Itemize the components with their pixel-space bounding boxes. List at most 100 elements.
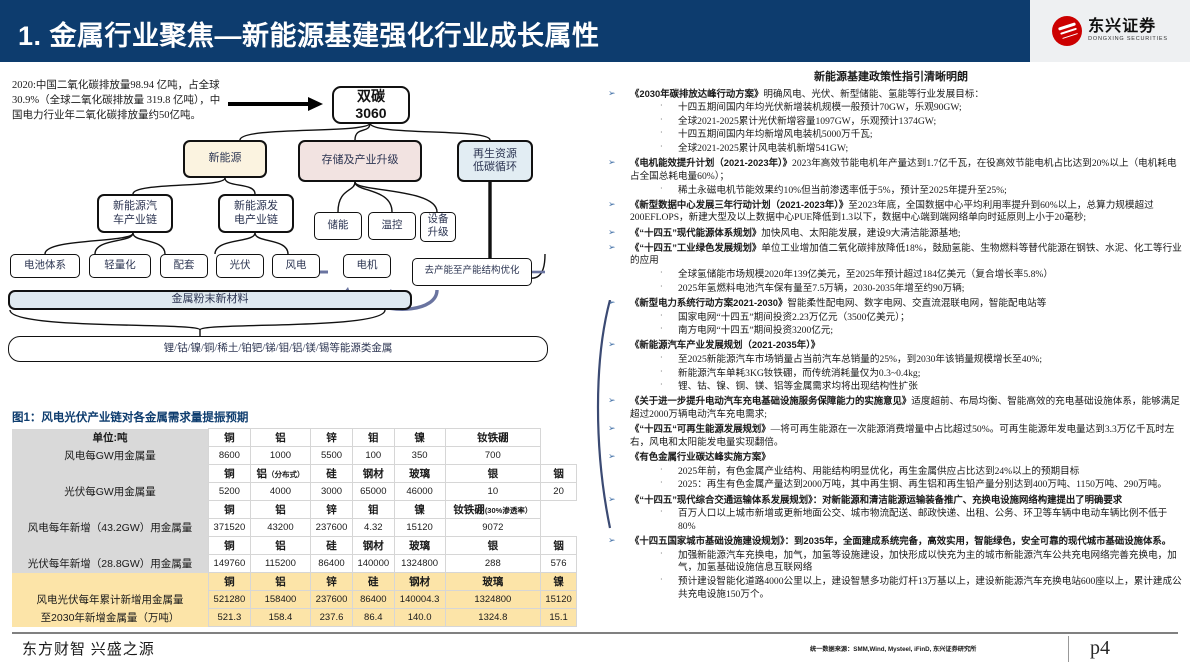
policy-item: ➢《“十四五”现代综合交通运输体系发展规划》：对新能源和清洁能源运输装备推广、充… (600, 494, 1182, 508)
policy-item-text: 2025年前，有色金属产业结构、用能结构明显优化，再生金属供应占比达到24%以上… (678, 465, 1080, 477)
policy-item-text: 十四五期间国内年均新增风电装机5000万千瓦; (678, 129, 873, 141)
policy-item-text: 国家电网“十四五”期间投资2.23万亿元（3500亿美元）； (678, 311, 910, 323)
policy-item: ➢《2030年碳排放达峰行动方案》明确风电、光伏、新型储能、氢能等行业发展目标： (600, 88, 1182, 102)
node-equipment-upgrade: 设备 升级 (420, 212, 456, 242)
table-cell: 1324800 (393, 554, 446, 573)
table-row-label (12, 536, 209, 555)
chevron-bullet-icon: ➢ (608, 198, 616, 209)
table-row-label: 光伏每GW用金属量 (12, 482, 209, 501)
table-row-label (12, 464, 209, 483)
co2-intro-text: 2020:中国二氧化碳排放量98.94 亿吨，占全球30.9%（全球二氧化碳排放… (12, 80, 221, 122)
node-ev-industry-chain: 新能源汽 车产业链 (97, 194, 173, 233)
footer-source: 统一数据来源：SMM,Wind, Mysteel, iFinD, 东兴证券研究所 (810, 646, 977, 653)
node-dual-carbon: 双碳 3060 (332, 86, 410, 124)
table-cell: 237.6 (310, 608, 353, 627)
table-cell: 20 (540, 482, 577, 501)
table-cell: 237600 (310, 518, 353, 537)
footer-divider (12, 632, 1178, 634)
chevron-bullet-icon: ➢ (608, 226, 616, 237)
policy-panel-title: 新能源基建政策性指引清晰明朗 (814, 71, 968, 83)
node-power-chain-line1: 新能源发 (234, 200, 278, 213)
table-row-label: 风电每年新增（43.2GW）用金属量 (12, 518, 209, 537)
policy-item-text: 至2023年底，全国数据中心平均利用率提升到60%以上，总算力规模超过200EF… (630, 199, 1154, 224)
square-bullet-icon: · (660, 464, 663, 474)
policy-item-title: 《有色金属行业碳达峰实施方案》 (630, 451, 771, 463)
policy-item-text: 加快风电、太阳能发展，建设9大清洁能源基地; (761, 227, 961, 239)
table-cell: 158.4 (249, 608, 312, 627)
policy-item-text: 锂、钴、镍、铜、镁、铝等金属需求均将出现结构性扩张 (678, 381, 918, 393)
node-recycle-line1: 再生资源 (473, 147, 517, 160)
table-cell: 铜 (208, 500, 251, 519)
table-cell: 玻璃 (393, 536, 446, 555)
policy-item-text: 2025年氢燃料电池汽车保有量至7.5万辆，2030-2035年增至约90万辆; (678, 282, 965, 294)
table-cell: 8600 (208, 446, 251, 465)
table-cell: 149760 (208, 554, 251, 573)
table-cell: 铝 (249, 536, 312, 555)
policy-item-title: 《“十四五”工业绿色发展规划》 (630, 241, 762, 253)
policy-item-text: 加强新能源汽车充换电，加气，加氢等设施建设，加快形成以快充为主的城市新能源汽车公… (678, 549, 1177, 574)
policy-item-title: 《十四五国家城市基础设施建设规划》：到2035年，全面建成系统完备，高效实用，智… (630, 535, 1172, 547)
square-bullet-icon: · (660, 281, 663, 291)
node-pv: 光伏 (216, 254, 264, 278)
chevron-bullet-icon: ➢ (608, 423, 616, 434)
square-bullet-icon: · (660, 366, 663, 376)
footer-page-number: p4 (1090, 637, 1110, 659)
policy-item: ➢《十四五国家城市基础设施建设规划》：到2035年，全面建成系统完备，高效实用，… (600, 535, 1182, 549)
policy-item-text: 百万人口以上城市新增或更新地面公交、城市物流配送、邮政快递、出租、公务、环卫等车… (678, 508, 1168, 532)
square-bullet-icon: · (660, 142, 663, 152)
table-cell: 铜 (208, 428, 251, 447)
chevron-bullet-icon: ➢ (608, 451, 616, 462)
node-support: 配套 (160, 254, 208, 278)
square-bullet-icon: · (660, 310, 663, 320)
policy-item-title: 《关于进一步提升电动汽车充电基础设施服务保障能力的实施意见》 (630, 395, 912, 407)
policy-sub-item: ·十四五期间国内年均新增风电装机5000万千瓦; (600, 128, 1182, 142)
policy-item: ➢《电机能效提升计划（2021-2023年）》2023年高效节能电机年产量达到1… (600, 157, 1182, 183)
policy-item-text: 南方电网“十四五”期间投资3200亿元; (678, 325, 834, 337)
table-cell: 锌 (310, 572, 353, 591)
policy-sub-item: ·2025：再生有色金属产量达到2000万吨，其中再生铜、再生铝和再生铅产量分别… (600, 478, 1182, 492)
policy-item-text: 适度超前、布局均衡、智能高效的充电基础设施体系，能够满足超过2000万辆电动汽车… (630, 396, 1180, 421)
table-row: 铜铝锌钼镍钕铁硼(30%渗透率） (12, 500, 577, 519)
policy-item-text: 全球2021-2025累计光伏新增容量1097GW，乐观预计1374GW; (678, 115, 937, 127)
policy-sub-item: ·全球氢储能市场规模2020年139亿美元，至2025年预计超过184亿美元（复… (600, 268, 1182, 282)
node-wind: 风电 (272, 254, 320, 278)
node-metal-powder-material: 金属粉末新材料 (8, 290, 412, 310)
table-cell (540, 500, 577, 519)
table-cell: 1000 (249, 446, 312, 465)
table-cell: 镍 (540, 572, 577, 591)
policy-sub-item: · 国家电网“十四五”期间投资2.23万亿元（3500亿美元）； (600, 310, 1182, 325)
table-row-label: 至2030年新增金属量（万吨） (12, 608, 209, 627)
table-cell: 10 (444, 482, 542, 501)
table-cell: 100 (351, 446, 395, 465)
table-cell (540, 428, 577, 447)
square-bullet-icon: · (660, 324, 663, 334)
policy-item-title: 《2030年碳排放达峰行动方案》 (630, 87, 764, 99)
table-cell: 371520 (208, 518, 251, 537)
table-cell: 硅 (310, 536, 353, 555)
table-cell: 铜 (208, 536, 251, 555)
policy-sub-item: ·锂、钴、镍、铜、镁、铝等金属需求均将出现结构性扩张 (600, 380, 1182, 394)
chevron-bullet-icon: ➢ (608, 241, 616, 252)
policy-item-text: 稀土永磁电机节能效果约10%但当前渗透率低于5%，预计至2025年提升至25%; (678, 184, 1007, 196)
policy-sub-item: ·全球2021-2025累计风电装机新增541GW; (600, 142, 1182, 156)
chevron-bullet-icon: ➢ (608, 339, 616, 350)
policy-sub-item: · 2025年前，有色金属产业结构、用能结构明显优化，再生金属供应占比达到24%以… (600, 464, 1182, 479)
node-ev-chain-line2: 车产业链 (113, 213, 157, 226)
table-cell (540, 446, 577, 465)
table-row-label (12, 572, 209, 591)
table-cell: 硅 (351, 572, 395, 591)
policy-item: ➢《“十四五”现代能源体系规划》加快风电、太阳能发展，建设9大清洁能源基地; (600, 227, 1182, 241)
table-cell: 86400 (351, 590, 395, 609)
table-cell: 铜 (208, 572, 251, 591)
table-cell: 镍 (393, 500, 446, 519)
table-cell: 4000 (249, 482, 312, 501)
policy-item-title: 《“十四五“可再生能源发展规划》 (630, 423, 771, 435)
node-recycle: 再生资源 低碳循环 (457, 140, 533, 182)
table-cell (540, 518, 577, 537)
table-cell: 115200 (249, 554, 312, 573)
table-row-label (12, 500, 209, 519)
